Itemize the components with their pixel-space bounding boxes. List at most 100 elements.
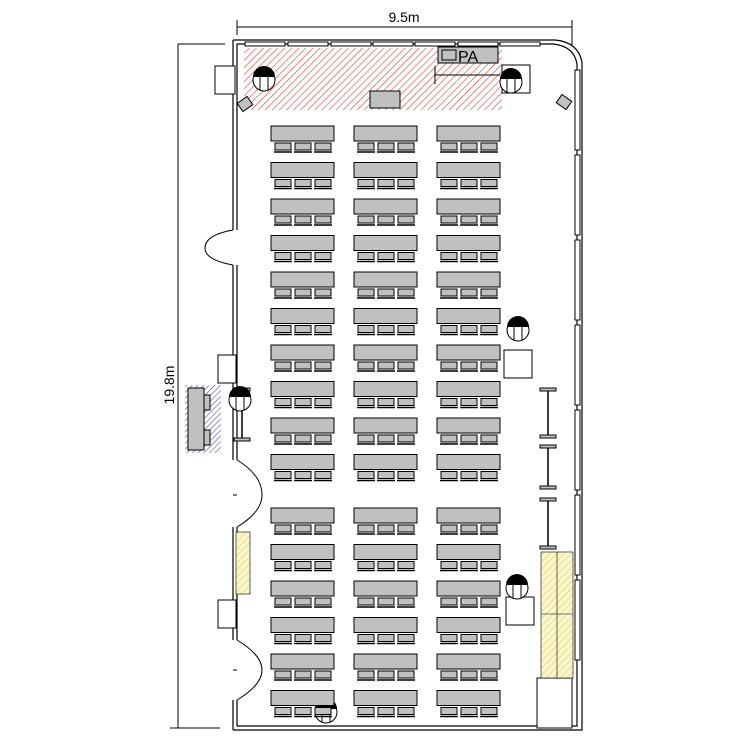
table[interactable]	[436, 162, 501, 178]
table[interactable]	[436, 308, 501, 324]
table[interactable]	[353, 162, 418, 178]
chair[interactable]	[357, 398, 375, 409]
chair[interactable]	[357, 434, 375, 445]
table[interactable]	[270, 344, 335, 361]
chair[interactable]	[480, 634, 498, 645]
table-group[interactable]	[270, 580, 335, 608]
table[interactable]	[353, 653, 418, 670]
chair[interactable]	[440, 179, 458, 190]
table-group[interactable]	[353, 198, 418, 226]
chair[interactable]	[314, 288, 332, 299]
chair[interactable]	[377, 597, 395, 608]
table-group[interactable]	[270, 381, 335, 409]
chair[interactable]	[294, 325, 312, 336]
chair[interactable]	[480, 434, 498, 445]
table-group[interactable]	[270, 125, 335, 153]
chair[interactable]	[480, 215, 498, 226]
chair[interactable]	[397, 142, 415, 153]
table-group[interactable]	[436, 125, 501, 153]
table-group[interactable]	[270, 617, 335, 645]
table-group[interactable]	[270, 417, 335, 445]
chair[interactable]	[294, 434, 312, 445]
table-group[interactable]	[353, 162, 418, 190]
chair[interactable]	[480, 707, 498, 718]
table[interactable]	[436, 271, 501, 288]
table-group[interactable]	[270, 690, 335, 718]
chair[interactable]	[314, 252, 332, 263]
table[interactable]	[270, 308, 335, 324]
chair[interactable]	[294, 179, 312, 190]
chair[interactable]	[460, 707, 478, 718]
chair[interactable]	[274, 325, 292, 336]
chair[interactable]	[294, 398, 312, 409]
table[interactable]	[353, 617, 418, 633]
table[interactable]	[353, 235, 418, 251]
table[interactable]	[270, 544, 335, 560]
chair[interactable]	[314, 561, 332, 572]
table-group[interactable]	[270, 198, 335, 226]
chair[interactable]	[440, 252, 458, 263]
chair[interactable]	[314, 434, 332, 445]
table-group[interactable]	[353, 653, 418, 681]
table-group[interactable]	[436, 381, 501, 409]
chair[interactable]	[274, 524, 292, 535]
table[interactable]	[436, 198, 501, 215]
chair[interactable]	[440, 561, 458, 572]
chair[interactable]	[294, 561, 312, 572]
chair[interactable]	[294, 524, 312, 535]
chair[interactable]	[377, 434, 395, 445]
chair[interactable]	[274, 634, 292, 645]
table-group[interactable]	[270, 653, 335, 681]
table-group[interactable]	[353, 235, 418, 263]
chair[interactable]	[377, 707, 395, 718]
chair[interactable]	[294, 142, 312, 153]
chair[interactable]	[377, 288, 395, 299]
chair[interactable]	[440, 142, 458, 153]
chair[interactable]	[377, 215, 395, 226]
table[interactable]	[436, 544, 501, 560]
chair[interactable]	[397, 670, 415, 681]
chair[interactable]	[397, 179, 415, 190]
chair[interactable]	[357, 597, 375, 608]
chair[interactable]	[480, 471, 498, 482]
table[interactable]	[436, 344, 501, 361]
table[interactable]	[353, 507, 418, 524]
table-group[interactable]	[436, 308, 501, 336]
chair[interactable]	[480, 398, 498, 409]
table[interactable]	[436, 454, 501, 470]
table[interactable]	[270, 198, 335, 215]
table-group[interactable]	[436, 344, 501, 372]
chair[interactable]	[314, 524, 332, 535]
table[interactable]	[436, 580, 501, 597]
table[interactable]	[436, 507, 501, 524]
chair[interactable]	[357, 707, 375, 718]
table-group[interactable]	[353, 580, 418, 608]
chair[interactable]	[440, 707, 458, 718]
table-group[interactable]	[353, 271, 418, 299]
table[interactable]	[270, 125, 335, 142]
table[interactable]	[270, 271, 335, 288]
chair[interactable]	[397, 215, 415, 226]
chair[interactable]	[314, 707, 332, 718]
chair[interactable]	[480, 325, 498, 336]
pa-equipment[interactable]: PA	[437, 46, 499, 66]
chair[interactable]	[357, 524, 375, 535]
table[interactable]	[270, 235, 335, 251]
chair[interactable]	[440, 325, 458, 336]
chair[interactable]	[397, 398, 415, 409]
chair[interactable]	[440, 597, 458, 608]
chair[interactable]	[460, 215, 478, 226]
chair[interactable]	[314, 471, 332, 482]
table-group[interactable]	[353, 617, 418, 645]
chair[interactable]	[314, 361, 332, 372]
chair[interactable]	[294, 670, 312, 681]
chair[interactable]	[377, 398, 395, 409]
table-group[interactable]	[270, 308, 335, 336]
chair[interactable]	[440, 471, 458, 482]
table[interactable]	[270, 417, 335, 434]
table-group[interactable]	[436, 454, 501, 482]
chair[interactable]	[357, 288, 375, 299]
chair[interactable]	[460, 597, 478, 608]
table-group[interactable]	[436, 162, 501, 190]
chair[interactable]	[274, 597, 292, 608]
